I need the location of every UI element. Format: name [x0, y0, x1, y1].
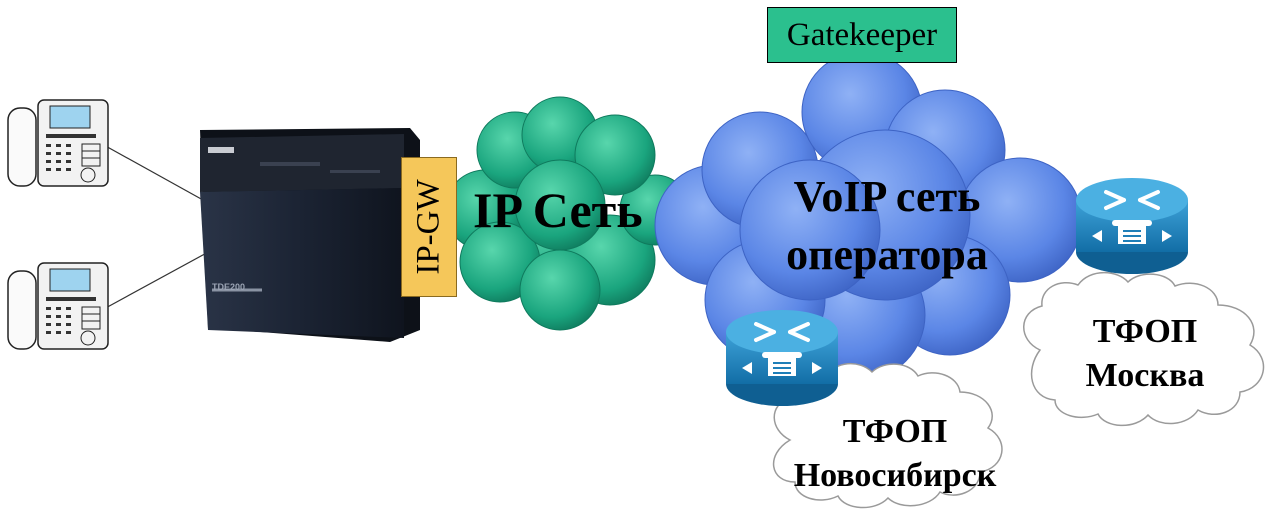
link-phone2-pbx — [101, 249, 213, 311]
link-phone1-pbx — [101, 143, 213, 206]
ip-gateway-box: IP-GW — [401, 157, 457, 297]
pstn-moscow-label: ТФОП Москва — [1060, 310, 1230, 398]
voice-router-icon — [726, 310, 838, 406]
voip-network-label-line1: VoIP сеть — [793, 172, 981, 221]
pstn-moscow-line1: ТФОП — [1092, 313, 1198, 350]
desk-phone-icon — [7, 262, 109, 350]
voip-network-label: VoIP сеть оператора — [748, 168, 1026, 284]
pstn-novosibirsk-line1: ТФОП — [842, 413, 948, 450]
voip-network-cloud — [654, 51, 1083, 381]
pstn-moscow-line2: Москва — [1085, 357, 1205, 394]
pstn-moscow-cloud — [1023, 271, 1265, 427]
ip-network-cloud — [444, 96, 691, 331]
desk-phone-icon — [7, 99, 109, 187]
gatekeeper-box: Gatekeeper — [767, 7, 957, 63]
pbx-brand-logo: TDE200 — [212, 282, 245, 292]
ip-gateway-label: IP-GW — [410, 179, 447, 275]
gatekeeper-label: Gatekeeper — [786, 16, 938, 53]
pstn-novosibirsk-label: ТФОП Новосибирск — [790, 410, 1000, 498]
voice-router-icon — [1076, 178, 1188, 274]
ip-network-label: IP Сеть — [473, 182, 643, 238]
pbx-cabinet-icon: TDE200 — [200, 128, 420, 342]
voip-network-label-line2: оператора — [786, 230, 988, 279]
pstn-novosibirsk-line2: Новосибирск — [793, 457, 997, 494]
